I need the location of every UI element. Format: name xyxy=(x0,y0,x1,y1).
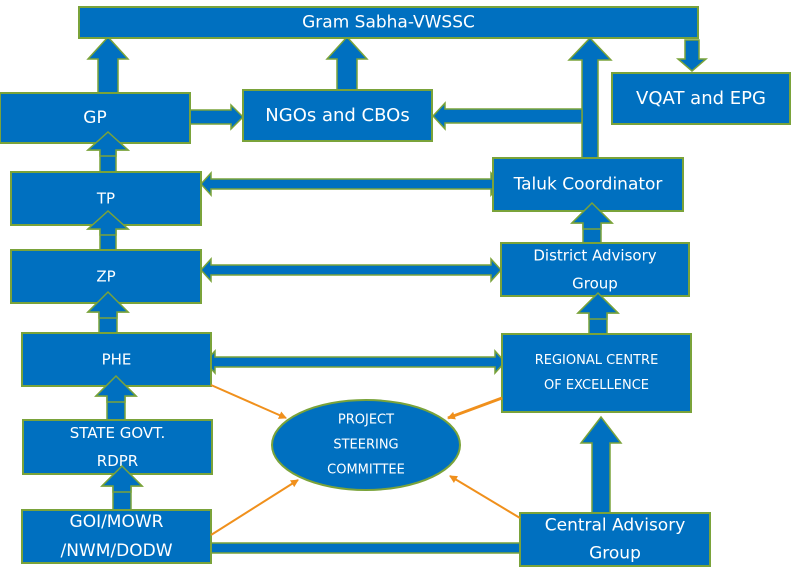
arrow-central-to-regional xyxy=(579,415,623,514)
arrow-regional-to-steering xyxy=(447,396,503,420)
node-ngos: NGOs and CBOs xyxy=(242,89,433,142)
node-label: PROJECT xyxy=(338,413,394,428)
arrow-head-overlay xyxy=(86,290,130,319)
arrow-taluk-to-ngos xyxy=(431,101,583,131)
node-label: RDPR xyxy=(97,452,138,470)
arrow-central-to-goi xyxy=(199,535,521,561)
node-label: GP xyxy=(83,108,106,128)
arrow-head-overlay xyxy=(86,209,130,236)
node-shape xyxy=(492,157,684,212)
node-label: Gram Sabha-VWSSC xyxy=(302,13,475,33)
node-gp: GP xyxy=(0,92,191,144)
node-regional: REGIONAL CENTRE OF EXCELLENCE xyxy=(501,333,692,413)
node-label: REGIONAL CENTRE xyxy=(535,353,659,368)
node-vqat: VQAT and EPG xyxy=(611,72,791,125)
node-shape xyxy=(0,92,191,144)
node-shape xyxy=(611,72,791,125)
node-shape xyxy=(21,509,212,564)
node-taluk: Taluk Coordinator xyxy=(492,157,684,212)
node-label: Group xyxy=(572,275,618,293)
node-shape xyxy=(501,333,692,413)
node-shape xyxy=(22,419,213,475)
node-label: STATE GOVT. xyxy=(70,424,166,442)
arrow-gp-to-gram_sabha xyxy=(86,35,130,94)
node-steering: PROJECT STEERING COMMITTEE xyxy=(271,399,461,491)
node-shape xyxy=(271,399,461,491)
arrow-phe-to-steering xyxy=(210,384,287,419)
arrow-head-overlay xyxy=(570,201,614,230)
node-label: TP xyxy=(96,190,115,208)
arrow-gp-to-ngos xyxy=(189,103,245,131)
node-label: COMMITTEE xyxy=(327,463,405,478)
arrow-head-overlay xyxy=(100,464,144,493)
arrow-phe-to-regional xyxy=(203,349,507,375)
arrow-taluk-to-gram_sabha xyxy=(567,36,613,159)
node-label: VQAT and EPG xyxy=(636,88,766,109)
node-shape xyxy=(78,6,699,39)
node-label: STEERING xyxy=(333,438,398,453)
node-label: Group xyxy=(589,544,641,564)
arrow-head-overlay xyxy=(576,291,620,320)
node-label: NGOs and CBOs xyxy=(265,105,409,126)
arrow-gram_sabha-to-vqat xyxy=(675,39,709,72)
arrow-head-overlay xyxy=(94,374,138,403)
arrow-central-to-steering xyxy=(449,475,521,519)
arrow-head-overlay xyxy=(86,130,130,157)
node-shape xyxy=(242,89,433,142)
node-label: Central Advisory xyxy=(545,516,686,536)
node-label: OF EXCELLENCE xyxy=(544,378,649,393)
arrow-zp-to-district xyxy=(199,257,503,283)
node-shape xyxy=(500,242,690,297)
node-label: GOI/MOWR xyxy=(70,512,164,532)
arrow-goi-to-steering xyxy=(210,479,299,536)
node-label: Taluk Coordinator xyxy=(513,175,663,195)
node-label: ZP xyxy=(96,268,115,286)
node-label: District Advisory xyxy=(533,247,656,265)
node-gram-sabha: Gram Sabha-VWSSC xyxy=(78,6,699,39)
arrow-tp-to-taluk xyxy=(199,171,503,197)
node-label: /NWM/DODW xyxy=(60,541,172,561)
arrow-ngos-to-gram_sabha xyxy=(325,35,369,91)
node-state: STATE GOVT. RDPR xyxy=(22,419,213,475)
node-goi: GOI/MOWR/NWM/DODW xyxy=(21,509,212,564)
node-label: PHE xyxy=(102,351,132,369)
node-shape xyxy=(519,512,711,567)
